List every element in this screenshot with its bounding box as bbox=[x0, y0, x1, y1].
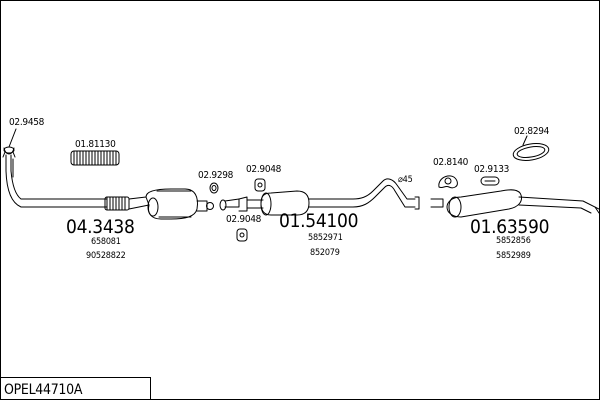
rear-clamp-part bbox=[512, 135, 550, 161]
flex-pipe-label: 01.81130 bbox=[75, 139, 116, 150]
kit-code: OPEL44710A bbox=[4, 382, 83, 398]
kit-code-box: OPEL44710A bbox=[1, 377, 151, 400]
lower-bracket-part bbox=[236, 228, 248, 242]
middle-silencer-ref-1: 5852971 bbox=[308, 233, 343, 243]
mount-a-label: 02.8140 bbox=[433, 157, 469, 168]
mount-b-label: 02.9133 bbox=[474, 164, 510, 175]
rear-silencer-ref-2: 5852989 bbox=[496, 251, 531, 261]
rear-silencer-ref-1: 5852856 bbox=[496, 236, 531, 246]
upper-bracket-label: 02.9048 bbox=[246, 164, 282, 175]
flex-pipe-part bbox=[70, 150, 120, 166]
diameter-note: ⌀45 bbox=[398, 175, 413, 185]
front-clamp-part bbox=[2, 128, 17, 158]
lower-bracket-label: 02.9048 bbox=[226, 214, 262, 225]
intermediate-pipe-part bbox=[224, 196, 264, 212]
middle-silencer-part bbox=[260, 178, 420, 216]
flex-section-part bbox=[104, 196, 130, 211]
small-connector-part bbox=[206, 199, 227, 211]
middle-silencer-ref-2: 852079 bbox=[310, 248, 340, 258]
rear-silencer-part bbox=[430, 189, 599, 218]
rear-clamp-label: 02.8294 bbox=[514, 126, 550, 137]
catalytic-converter-part bbox=[128, 188, 208, 220]
front-pipe-ref-2: 90528822 bbox=[86, 251, 126, 261]
front-pipe-label: 04.3438 bbox=[66, 216, 135, 238]
front-pipe-ref-1: 658081 bbox=[91, 237, 121, 247]
rubber-mount-a-part bbox=[438, 175, 458, 189]
gasket-label: 02.9298 bbox=[198, 170, 234, 181]
rear-silencer-label: 01.63590 bbox=[470, 216, 550, 238]
exhaust-system-drawing bbox=[2, 128, 599, 242]
upper-bracket-part bbox=[254, 178, 266, 192]
clamp-front-label: 02.9458 bbox=[9, 117, 45, 128]
middle-silencer-label: 01.54100 bbox=[279, 210, 359, 232]
rubber-mount-b-part bbox=[480, 176, 500, 186]
gasket-part bbox=[209, 182, 219, 194]
